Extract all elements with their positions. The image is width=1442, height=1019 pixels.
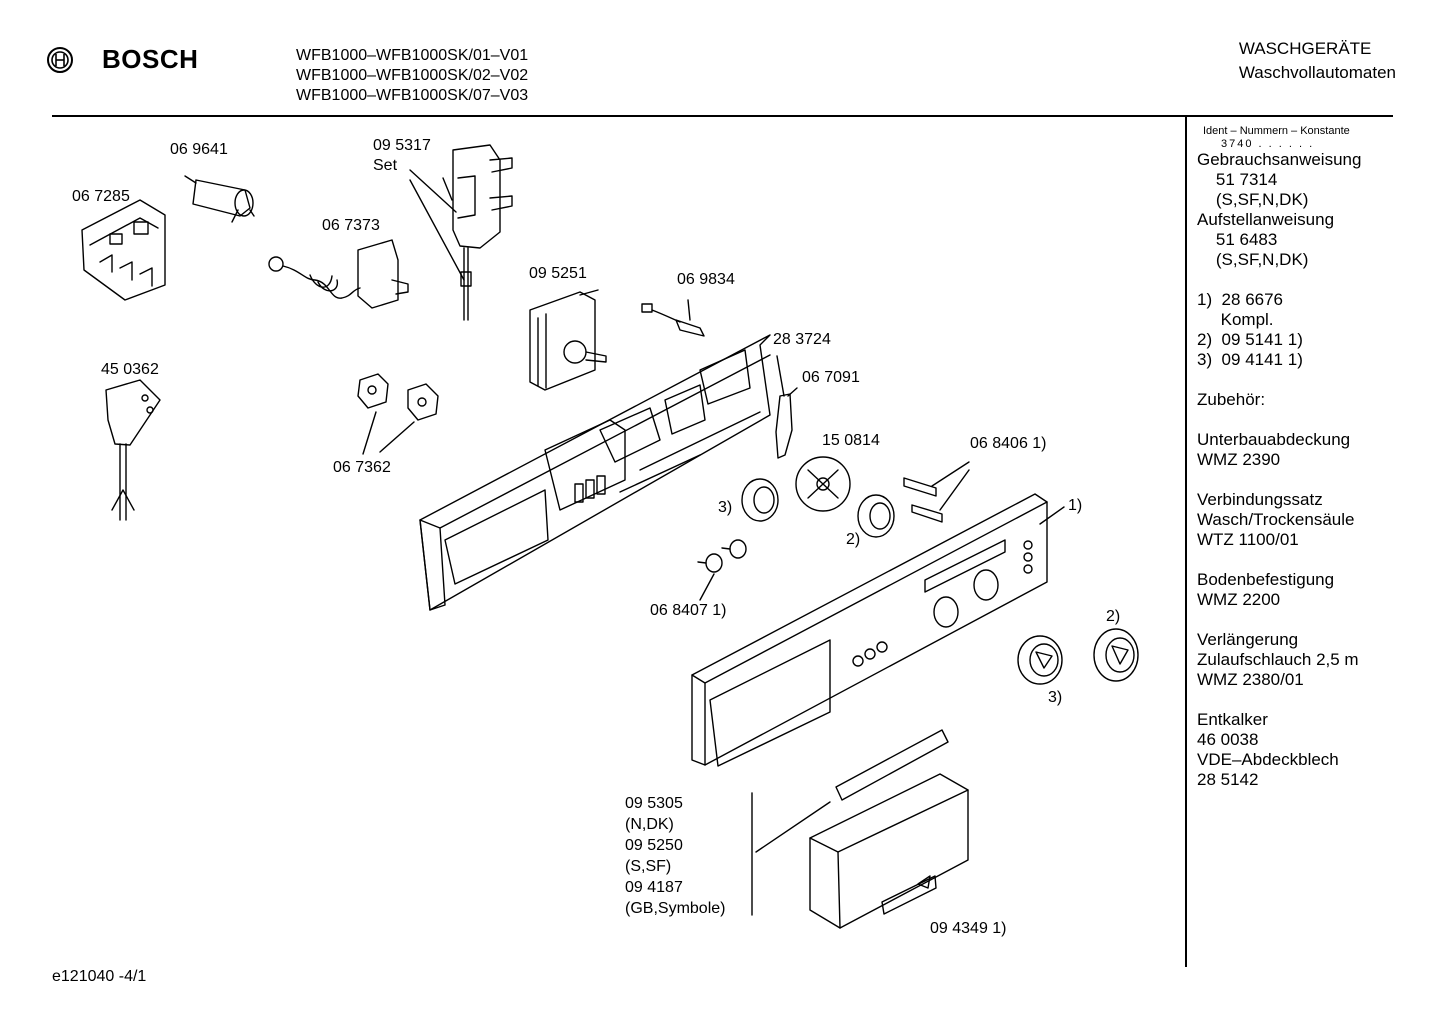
- loose-knob-3-part: [1017, 635, 1063, 685]
- reference-label: 3): [718, 499, 733, 516]
- parts-info-column: Ident – Nummern – Konstante 3740 . . . .…: [1197, 124, 1433, 790]
- category-block: WASCHGERÄTE Waschvollautomaten: [1239, 37, 1396, 85]
- category-title: WASCHGERÄTE: [1238, 39, 1372, 58]
- info-spacer: [1197, 270, 1433, 290]
- info-line: (S,SF,N,DK): [1197, 190, 1309, 209]
- push-switches-part: [357, 373, 439, 455]
- power-plug-part: [105, 379, 161, 521]
- info-line: 51 7314: [1197, 170, 1278, 189]
- drawer-handle-part: [809, 773, 969, 929]
- part-label: 06 8407 1): [650, 602, 727, 619]
- selector-disc-part: [795, 456, 851, 512]
- loose-knob-2-part: [1093, 628, 1139, 682]
- info-spacer: [1197, 550, 1433, 570]
- panel-variant-line: (S,SF): [625, 858, 672, 875]
- panel-variant-line: 09 5305: [625, 795, 683, 812]
- column-divider: [1185, 117, 1187, 967]
- panel-variant-line: 09 4187: [625, 879, 683, 896]
- model-line: WFB1000–WFB1000SK/07–V03: [296, 87, 529, 104]
- info-line: 28 5142: [1197, 770, 1259, 789]
- panel-strip-part: [835, 729, 949, 801]
- info-spacer: [1197, 470, 1433, 490]
- info-line: Verbindungssatz: [1197, 490, 1323, 509]
- frame-clip-part: [775, 355, 798, 459]
- model-list: WFB1000–WFB1000SK/01–V01 WFB1000–WFB1000…: [296, 46, 528, 106]
- part-label: 09 5317: [373, 137, 431, 154]
- reference-label: 2): [1106, 608, 1121, 625]
- info-line: WMZ 2390: [1197, 450, 1281, 469]
- info-line: Aufstellanweisung: [1197, 210, 1335, 229]
- reference-label: 1): [1068, 497, 1083, 514]
- part-label: 09 4349 1): [930, 920, 1007, 937]
- part-label: 06 9641: [170, 141, 228, 158]
- info-spacer: [1197, 690, 1433, 710]
- front-panel-part: [691, 493, 1065, 767]
- rotary-knob-2-part: [857, 494, 895, 538]
- switch-set-part: [409, 144, 513, 321]
- bosch-armature-icon: [47, 47, 73, 73]
- panel-variant-line: (N,DK): [625, 816, 674, 833]
- control-panel-frame: [419, 334, 771, 611]
- category-subtitle: Waschvollautomaten: [1238, 63, 1396, 82]
- info-list: Gebrauchsanweisung 51 7314 (S,SF,N,DK)Au…: [1197, 150, 1433, 790]
- capacitor-part: [184, 175, 255, 223]
- panel-variant-line: 09 5250: [625, 837, 683, 854]
- info-line: Kompl.: [1197, 310, 1274, 329]
- info-line: Zubehör:: [1197, 390, 1266, 409]
- info-line: Wasch/Trockensäule: [1197, 510, 1355, 529]
- brand-name: BOSCH: [102, 44, 199, 74]
- programmer-part: [529, 289, 607, 391]
- header-divider: [52, 115, 1393, 117]
- ident-heading: Ident – Nummern – Konstante: [1203, 125, 1350, 137]
- model-line: WFB1000–WFB1000SK/01–V01: [296, 47, 529, 64]
- info-line: WMZ 2200: [1197, 590, 1281, 609]
- info-line: Gebrauchsanweisung: [1197, 150, 1362, 169]
- part-label: 45 0362: [101, 361, 159, 378]
- info-line: 3) 09 4141 1): [1197, 350, 1303, 369]
- info-line: WMZ 2380/01: [1197, 670, 1304, 689]
- button-caps-part: [903, 461, 970, 523]
- part-label: 06 7373: [322, 217, 380, 234]
- push-buttons-part: [697, 539, 747, 601]
- info-spacer: [1197, 610, 1433, 630]
- part-label: 15 0814: [822, 432, 880, 449]
- info-spacer: [1197, 370, 1433, 390]
- ident-value: 3740 . . . . . .: [1221, 138, 1315, 150]
- part-label: 06 9834: [677, 271, 735, 288]
- part-label: 06 7285: [72, 188, 130, 205]
- info-line: Bodenbefestigung: [1197, 570, 1335, 589]
- panel-variant-line: (GB,Symbole): [625, 900, 726, 917]
- info-line: 46 0038: [1197, 730, 1259, 749]
- part-label: 28 3724: [773, 331, 831, 348]
- info-line: 1) 28 6676: [1197, 290, 1284, 309]
- rotary-knob-3-part: [741, 478, 779, 522]
- bracket-part: [81, 199, 166, 301]
- info-line: VDE–Abdeckblech: [1197, 750, 1339, 769]
- part-label: 06 7091: [802, 369, 860, 386]
- info-line: 51 6483: [1197, 230, 1278, 249]
- reference-label: 2): [846, 531, 861, 548]
- info-line: Unterbauabdeckung: [1197, 430, 1351, 449]
- info-line: Verlängerung: [1197, 630, 1299, 649]
- part-note: Set: [373, 157, 398, 174]
- info-line: (S,SF,N,DK): [1197, 250, 1309, 269]
- part-label: 09 5251: [529, 265, 587, 282]
- info-line: 2) 09 5141 1): [1197, 330, 1303, 349]
- model-line: WFB1000–WFB1000SK/02–V02: [296, 67, 529, 84]
- info-line: WTZ 1100/01: [1197, 530, 1299, 549]
- part-label: 06 7362: [333, 459, 391, 476]
- info-line: Zulaufschlauch 2,5 m: [1197, 650, 1359, 669]
- info-spacer: [1197, 410, 1433, 430]
- drawing-code: e121040 -4/1: [52, 968, 147, 985]
- part-label: 06 8406 1): [970, 435, 1047, 452]
- indicator-lamp-part: [641, 299, 705, 337]
- reference-label: 3): [1048, 689, 1063, 706]
- exploded-parts-drawing: [81, 144, 1139, 929]
- info-line: Entkalker: [1197, 710, 1268, 729]
- thermostat-part: [268, 239, 409, 309]
